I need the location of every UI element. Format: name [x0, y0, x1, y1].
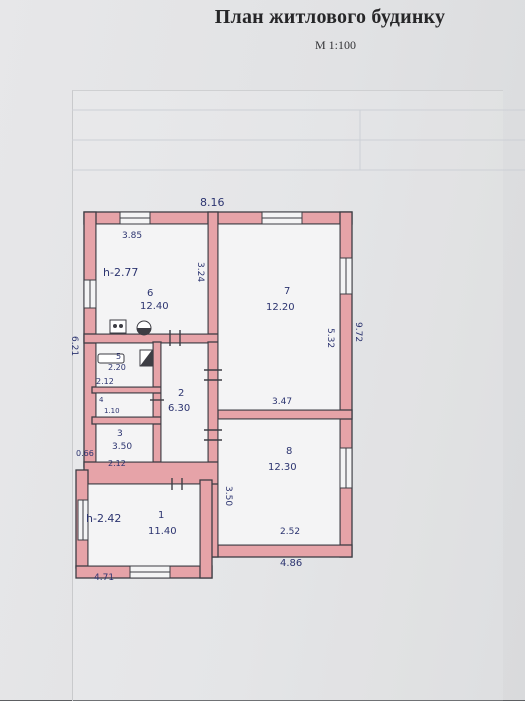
background-form-lines — [72, 109, 525, 171]
dim-wc-width: 2.12 — [96, 377, 114, 386]
dim-top-total: 8.16 — [200, 196, 225, 209]
wall-4-3 — [91, 416, 162, 425]
bathtub-icon — [97, 353, 125, 364]
room-7 — [217, 223, 341, 411]
ceiling-room6: h-2.77 — [103, 266, 138, 279]
room-1 — [87, 483, 201, 567]
stove-icon — [109, 319, 127, 334]
dim-middle-right: 3.47 — [272, 397, 292, 407]
ceiling-room1: h-2.42 — [86, 512, 121, 525]
room-2 — [160, 342, 209, 463]
room5-number: 5 — [116, 352, 121, 361]
dim-left-small: 0.66 — [76, 449, 94, 458]
wall-6-7 — [207, 211, 219, 343]
dim-right-total: 9.72 — [353, 322, 363, 342]
wall-7-8 — [211, 409, 353, 420]
dim-room6-width: 3.85 — [122, 231, 142, 241]
door-marks — [150, 330, 222, 490]
wall-3-1 — [83, 461, 219, 485]
plan-annotations: 8.16 3.85 3.24 h-2.77 6 12.40 7 12.20 5.… — [69, 196, 363, 583]
room4-area: 1.10 — [104, 407, 120, 415]
room5-area: 2.20 — [108, 363, 126, 372]
dim-left-total: 6.21 — [69, 336, 79, 356]
dim-room7-height: 5.32 — [325, 328, 335, 348]
room1-number: 1 — [158, 510, 164, 521]
plan-scale: М 1:100 — [315, 38, 357, 52]
plan-title: План житлового будинку — [214, 6, 446, 28]
room-interiors — [87, 223, 341, 567]
room8-number: 8 — [286, 446, 292, 457]
dim-room8-height: 3.50 — [223, 486, 233, 506]
room6-number: 6 — [147, 288, 153, 299]
dim-room6-height: 3.24 — [195, 262, 205, 282]
room2-number: 2 — [178, 388, 184, 399]
wall-6-bottom — [83, 333, 219, 344]
room-6 — [95, 223, 209, 335]
room2-area: 6.30 — [168, 403, 190, 414]
room4-number: 4 — [99, 396, 104, 404]
room3-number: 3 — [117, 429, 123, 439]
room7-number: 7 — [284, 286, 290, 297]
dim-room8-width: 2.52 — [280, 527, 300, 537]
wall-bottom-right — [211, 544, 353, 558]
room7-area: 12.20 — [266, 302, 295, 313]
dim-bottom-right: 4.86 — [280, 558, 302, 569]
dim-room3-width: 2.12 — [108, 459, 126, 468]
walls — [75, 211, 353, 579]
wall-room1-right — [199, 479, 213, 579]
windows — [77, 211, 353, 579]
room8-area: 12.30 — [268, 462, 297, 473]
room3-area: 3.50 — [112, 442, 132, 452]
fixtures — [97, 319, 153, 367]
room1-area: 11.40 — [148, 526, 177, 537]
room-3 — [95, 423, 154, 463]
dim-bottom-left: 4.71 — [94, 573, 114, 583]
wall-wc-right — [152, 341, 162, 468]
room-4 — [95, 392, 154, 418]
room-8 — [217, 418, 341, 546]
room6-area: 12.40 — [140, 301, 169, 312]
wall-5-4 — [91, 386, 162, 394]
